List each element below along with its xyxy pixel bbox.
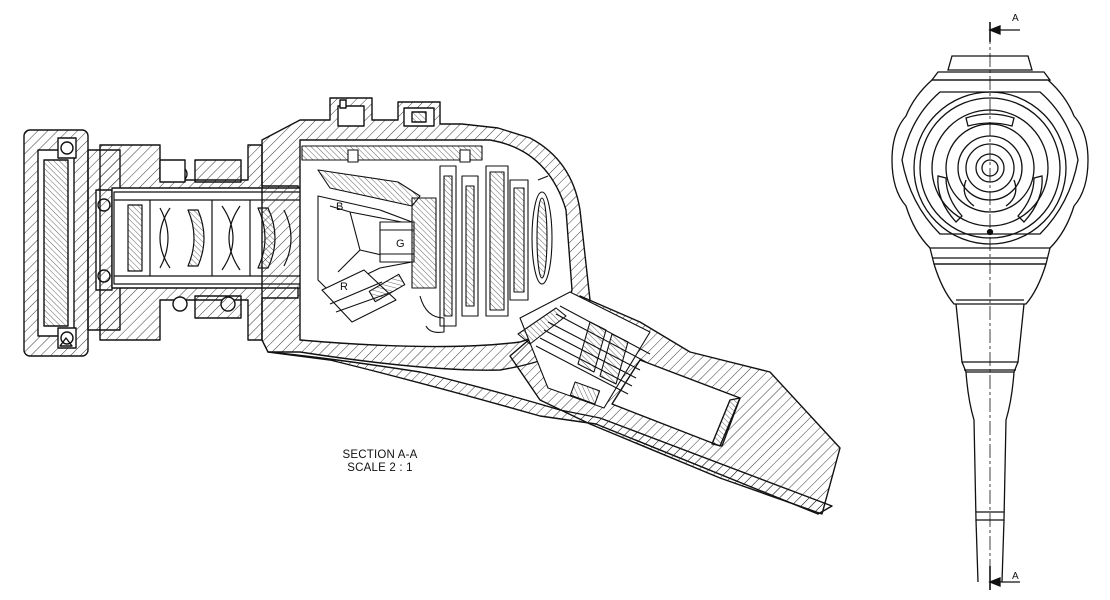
end-view: A A [891,13,1089,590]
prism-label-b: B [336,201,343,213]
section-marker-top-label: A [1012,13,1019,24]
prism-label-r: R [340,281,348,293]
section-marker-bottom-label: A [1012,571,1019,582]
prism-label-g: G [396,238,405,250]
section-view: B G R [23,97,841,515]
eyepiece-cap [23,129,89,357]
section-title: SECTION A-A [342,449,418,461]
internal-electronics [301,145,553,333]
section-caption: SECTION A-A SCALE 2 : 1 [300,449,460,475]
section-scale: SCALE 2 : 1 [347,462,413,474]
cable-connector [517,291,651,409]
section-marker-top [988,22,1020,42]
section-marker-bottom [988,566,1020,590]
